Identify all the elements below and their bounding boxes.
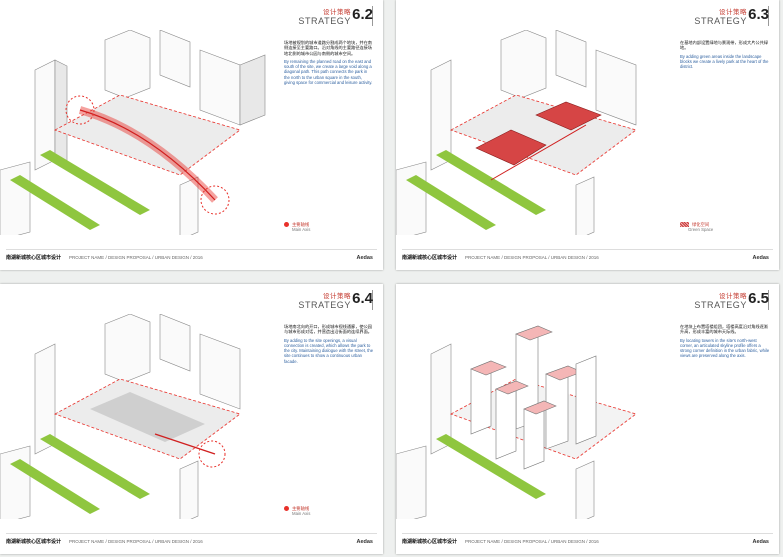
site-diagram: [0, 30, 280, 235]
legend: 主要轴线 Main Axis: [284, 222, 310, 232]
site-diagram: [0, 314, 280, 519]
footer-divider: [6, 249, 377, 250]
title-zh: 设计策略: [694, 6, 747, 16]
description: 场地南北向的开口，形成城市视线通廊，使公园与城市形成对话，并营造出沿街面的连续界…: [284, 324, 374, 364]
title-zh: 设计策略: [298, 6, 351, 16]
footer-divider: [6, 533, 377, 534]
footer-text: PROJECT NAME / DESIGN PROPOSAL / URBAN D…: [465, 539, 599, 544]
description: 在基地内部设置绿地与景观带，形成大片公共绿地。 By adding green …: [680, 40, 770, 69]
footer-text: PROJECT NAME / DESIGN PROPOSAL / URBAN D…: [69, 255, 203, 260]
description: 场地被规划的城市道路分割成两个地块，并在南侧连接至主要路口。沿对角线的主要路径连…: [284, 40, 374, 85]
description-en: By adding green areas inside the landsca…: [680, 54, 770, 70]
red-dot-icon: [284, 222, 289, 227]
description-en: By remaining the planned road on the eas…: [284, 59, 374, 85]
company-logo: Aedas: [752, 539, 769, 545]
company-logo: Aedas: [356, 539, 373, 545]
red-dot-icon: [284, 506, 289, 511]
legend-en: Green Space: [680, 227, 713, 232]
title-en: STRATEGY: [694, 16, 747, 26]
description-en: By adding to the site openings, a visual…: [284, 338, 374, 364]
footer-divider: [402, 249, 773, 250]
title-en: STRATEGY: [298, 300, 351, 310]
project-name: 南湖新城核心区城市设计: [6, 255, 61, 261]
project-name: 南湖新城核心区城市设计: [402, 539, 457, 545]
footer: 南湖新城核心区城市设计 PROJECT NAME / DESIGN PROPOSA…: [402, 254, 599, 261]
title-zh: 设计策略: [298, 290, 351, 300]
footer: 南湖新城核心区城市设计 PROJECT NAME / DESIGN PROPOSA…: [6, 538, 203, 545]
legend-en: Main Axis: [284, 227, 310, 232]
title-en: STRATEGY: [694, 300, 747, 310]
site-diagram: [396, 30, 676, 235]
footer: 南湖新城核心区城市设计 PROJECT NAME / DESIGN PROPOSA…: [6, 254, 203, 261]
page-number: 6.3: [748, 6, 769, 23]
footer: 南湖新城核心区城市设计 PROJECT NAME / DESIGN PROPOSA…: [402, 538, 599, 545]
description-zh: 场地南北向的开口，形成城市视线通廊，使公园与城市形成对话，并营造出沿街面的连续界…: [284, 324, 374, 335]
footer-text: PROJECT NAME / DESIGN PROPOSAL / URBAN D…: [465, 255, 599, 260]
footer-text: PROJECT NAME / DESIGN PROPOSAL / URBAN D…: [69, 539, 203, 544]
title-zh: 设计策略: [694, 290, 747, 300]
legend-zh: 绿化空间: [692, 222, 709, 227]
footer-divider: [402, 533, 773, 534]
legend-zh: 主要轴线: [292, 222, 309, 227]
site-diagram: [396, 314, 676, 519]
project-name: 南湖新城核心区城市设计: [402, 255, 457, 261]
node-marker: [199, 441, 225, 467]
description-zh: 在地块上布置塔楼组团，塔楼高度沿对角线逐渐升高，形成丰富的城市天际线。: [680, 324, 770, 335]
legend-zh: 主要轴线: [292, 506, 309, 511]
legend: 绿化空间 Green Space: [680, 222, 713, 232]
company-logo: Aedas: [752, 255, 769, 261]
legend-en: Main Axis: [284, 511, 310, 516]
project-name: 南湖新城核心区城市设计: [6, 539, 61, 545]
description-zh: 在基地内部设置绿地与景观带，形成大片公共绿地。: [680, 40, 770, 51]
title-en: STRATEGY: [298, 16, 351, 26]
description: 在地块上布置塔楼组团，塔楼高度沿对角线逐渐升高，形成丰富的城市天际线。 By l…: [680, 324, 770, 359]
page-number: 6.2: [352, 6, 373, 23]
company-logo: Aedas: [356, 255, 373, 261]
description-en: By locating towers in the site's north-w…: [680, 338, 770, 359]
page-number: 6.4: [352, 290, 373, 307]
page-number: 6.5: [748, 290, 769, 307]
legend: 主要轴线 Main Axis: [284, 506, 310, 516]
description-zh: 场地被规划的城市道路分割成两个地块，并在南侧连接至主要路口。沿对角线的主要路径连…: [284, 40, 374, 56]
